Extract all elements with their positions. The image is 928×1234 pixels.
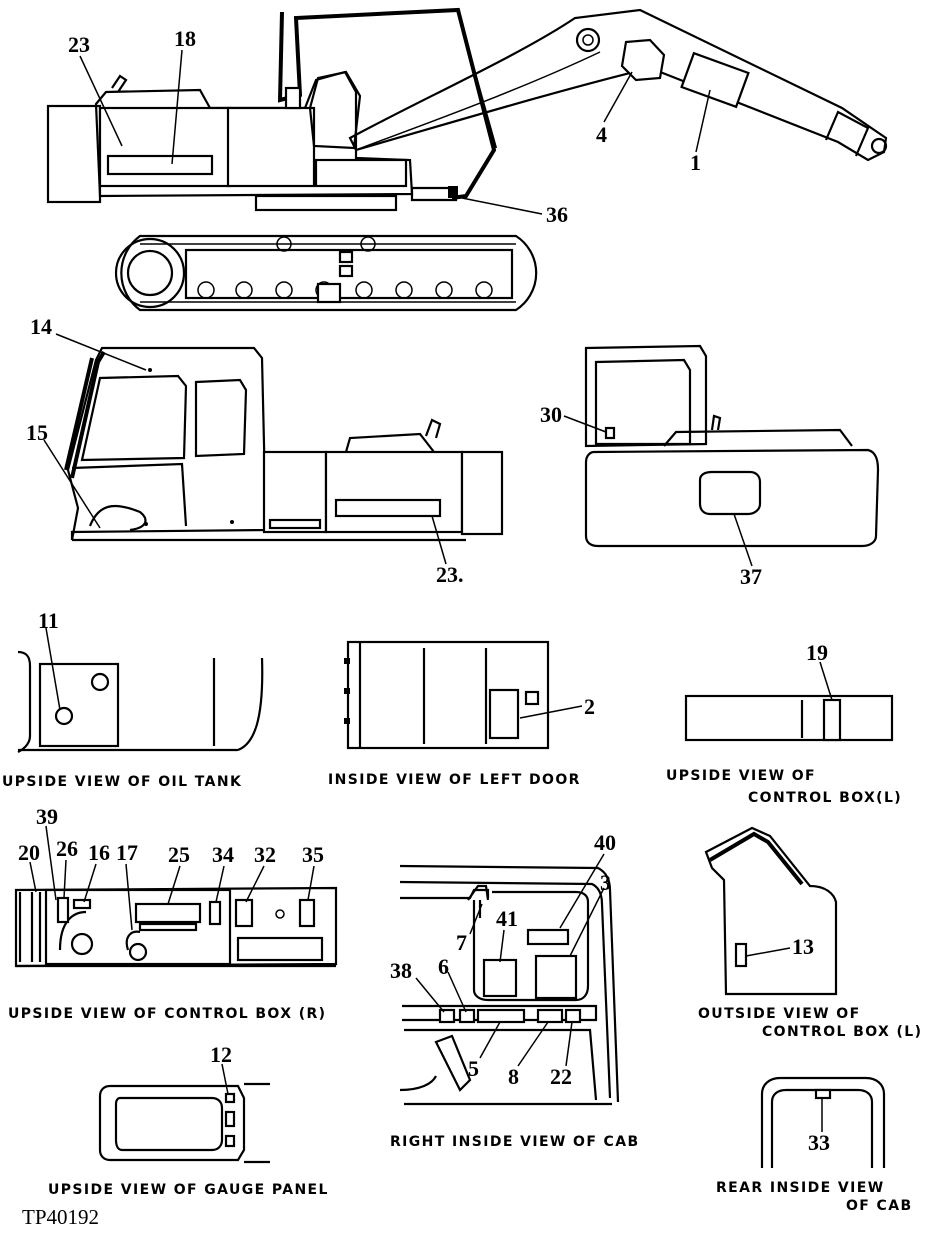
callout-34: 34 [212,842,234,867]
callout-41: 41 [496,906,518,931]
callout-20: 20 [18,840,40,865]
caption-rear-inside-cab: REAR INSIDE VIEW [716,1180,885,1196]
callout-11: 11 [38,608,59,633]
callout-39: 39 [36,804,58,829]
callout-19: 19 [806,640,828,665]
rear-view: 30 37 [540,344,880,589]
caption-left-door: INSIDE VIEW OF LEFT DOOR [328,772,581,788]
right-inside-cab-view: 40 3 41 7 38 6 5 8 22 RIGHT INSIDE VIEW … [390,830,640,1150]
control-box-l-outside-view: 13 OUTSIDE VIEW OF CONTROL BOX (L) [698,826,922,1040]
callout-7: 7 [456,930,467,955]
excavator-side-view: 23 18 4 1 36 [46,7,888,312]
control-box-r-view: 39 20 26 16 17 25 34 32 35 UPSIDE VIEW O… [8,804,338,1022]
callout-18: 18 [174,26,196,51]
cab-left-side-view: 14 15 23. [26,314,504,587]
caption-gauge-panel: UPSIDE VIEW OF GAUGE PANEL [48,1182,329,1198]
caption-control-box-l-outside-2: CONTROL BOX (L) [762,1024,922,1040]
caption-rear-inside-cab-2: OF CAB [846,1198,913,1214]
caption-right-inside-cab: RIGHT INSIDE VIEW OF CAB [390,1134,640,1150]
caption-control-box-l-upside: UPSIDE VIEW OF [666,768,816,784]
callout-16: 16 [88,840,110,865]
callout-13: 13 [792,934,814,959]
caption-control-box-r: UPSIDE VIEW OF CONTROL BOX (R) [8,1006,326,1022]
callout-23: 23. [436,562,464,587]
callout-25: 25 [168,842,190,867]
callout-1: 1 [690,150,701,175]
callout-22: 22 [550,1064,572,1089]
figure-reference-code: TP40192 [22,1205,99,1229]
callout-8: 8 [508,1064,519,1089]
callout-32: 32 [254,842,276,867]
callout-37: 37 [740,564,762,589]
callout-6: 6 [438,954,449,979]
callout-36: 36 [546,202,568,227]
callout-33: 33 [808,1130,830,1155]
callout-40: 40 [594,830,616,855]
oil-tank-view: 11 UPSIDE VIEW OF OIL TANK [2,608,264,790]
callout-35: 35 [302,842,324,867]
caption-control-box-l-upside-2: CONTROL BOX(L) [748,790,902,806]
caption-control-box-l-outside: OUTSIDE VIEW OF [698,1006,861,1022]
left-door-view: 2 INSIDE VIEW OF LEFT DOOR [328,640,595,788]
callout-12: 12 [210,1042,232,1067]
callout-15: 15 [26,420,48,445]
callout-26: 26 [56,836,78,861]
callout-14: 14 [30,314,52,339]
control-box-l-upside-view: 19 UPSIDE VIEW OF CONTROL BOX(L) [666,640,902,806]
callout-30: 30 [540,402,562,427]
callout-38: 38 [390,958,412,983]
gauge-panel-view: 12 UPSIDE VIEW OF GAUGE PANEL [48,1042,329,1198]
callout-23: 23 [68,32,90,57]
callout-5: 5 [468,1056,479,1081]
caption-oil-tank: UPSIDE VIEW OF OIL TANK [2,774,242,790]
callout-17: 17 [116,840,138,865]
callout-4: 4 [596,122,607,147]
callout-3: 3 [600,870,611,895]
callout-2: 2 [584,694,595,719]
rear-inside-cab-view: 33 REAR INSIDE VIEW OF CAB [716,1076,913,1214]
